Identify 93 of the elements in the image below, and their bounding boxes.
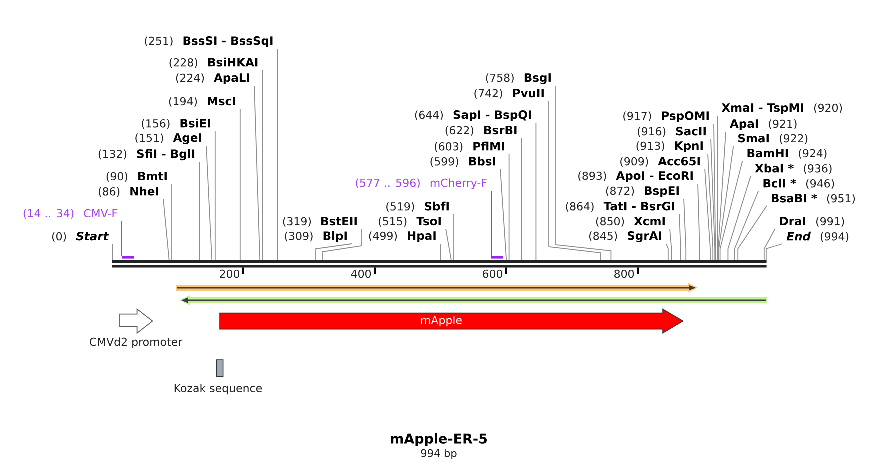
- site-label: (917) PspOMI: [624, 112, 709, 122]
- leader-line: [491, 190, 492, 257]
- site-label: (913) KpnI: [636, 142, 703, 152]
- leader-line: [322, 228, 362, 260]
- leader-line: [766, 244, 784, 260]
- leader-line: [262, 70, 264, 260]
- leader-line: [240, 108, 241, 260]
- site-label: (319) BstEII: [283, 217, 357, 227]
- feature-bar: [180, 296, 767, 306]
- site-label: BsaBI * (951): [772, 194, 856, 204]
- sequence-length: 994 bp: [421, 449, 457, 460]
- site-label: (156) BsiEI: [142, 118, 210, 130]
- leader-line: [556, 86, 612, 260]
- leader-line: [704, 168, 711, 260]
- feature-label: Kozak sequence: [174, 384, 262, 395]
- site-label: ApaI (921): [730, 120, 797, 130]
- leader-line: [254, 86, 261, 260]
- leader-line: [666, 244, 669, 260]
- leader-line: [163, 198, 170, 260]
- site-label: (515) TsoI: [379, 217, 441, 227]
- leader-line: [440, 244, 442, 260]
- site-label: (151) AgeI: [136, 134, 202, 144]
- site-label: BamHI (924): [748, 149, 827, 159]
- site-label: XmaI - TspMI (920): [722, 104, 842, 114]
- leader-line: [710, 138, 716, 260]
- site-label: SmaI (922): [738, 134, 808, 144]
- leader-line: [714, 124, 716, 260]
- site-label: BclI * (946): [764, 178, 834, 190]
- site-label: (916) SacII: [638, 127, 706, 137]
- leader-line: [500, 168, 508, 260]
- primer-label: (14 .. 34) CMV-F: [24, 209, 118, 219]
- leader-line: [521, 138, 522, 260]
- primer-label: (577 .. 596) mCherry-F: [356, 178, 487, 190]
- leader-line: [720, 160, 744, 260]
- site-label: (622) BsrBI: [446, 126, 517, 136]
- scale-label: 600: [483, 270, 503, 278]
- scale-label: 400: [351, 270, 372, 278]
- site-label: (519) SbfI: [386, 202, 449, 212]
- leader-line: [708, 154, 714, 260]
- feature-bar: [176, 283, 698, 293]
- site-label: (872) BspEI: [606, 186, 679, 198]
- site-label: (644) SapI - BspQI: [415, 110, 532, 122]
- scale-label: 200: [220, 270, 240, 278]
- primer-bar: [122, 256, 134, 259]
- leader-line: [718, 146, 734, 260]
- leader-line: [764, 228, 776, 260]
- primer-bar: [492, 256, 504, 259]
- site-label: (86) NheI: [98, 186, 158, 198]
- leader-line: [670, 228, 672, 260]
- site-label: (224) ApaLI: [176, 74, 250, 84]
- leader-line: [508, 154, 510, 260]
- leader-line: [199, 162, 200, 260]
- site-label: (228) BsiHKAI: [170, 58, 258, 68]
- leader-line: [679, 214, 682, 260]
- site-label: DraI (991): [780, 217, 844, 227]
- site-label: XbaI * (936): [755, 164, 832, 174]
- leader-line: [206, 146, 213, 260]
- map-title: mApple-ER-5: [391, 433, 487, 447]
- feature-label: CMVd2 promoter: [90, 338, 183, 348]
- leader-line: [717, 116, 718, 260]
- leader-line: [316, 244, 352, 260]
- site-label: (603) PflMI: [435, 142, 504, 152]
- leader-line: [728, 176, 752, 260]
- site-label: (893) ApoI - EcoRI: [578, 172, 693, 182]
- site-label: (132) SfiI - BglI: [98, 149, 195, 161]
- leader-line: [277, 48, 278, 260]
- site-label: (742) PvuII: [474, 89, 544, 99]
- site-label: End (994): [786, 232, 849, 242]
- leader-line: [536, 122, 537, 260]
- leader-line: [698, 184, 700, 260]
- site-label: (599) BbsI: [430, 156, 496, 168]
- site-label: (90) BmtI: [106, 172, 167, 182]
- leader-line: [446, 228, 452, 260]
- site-label: (864) TatI - BsrGI: [566, 202, 674, 212]
- leader-line: [718, 132, 726, 260]
- site-label: (758) BsgI: [486, 74, 551, 84]
- sequence-backbone: [112, 260, 767, 268]
- site-label: (499) HpaI: [369, 232, 436, 242]
- site-label: (309) BlpI: [285, 231, 347, 243]
- leader-line: [548, 100, 602, 260]
- leader-line: [734, 190, 760, 260]
- leader-line: [684, 198, 687, 260]
- site-label: (0) Start: [52, 232, 110, 242]
- site-label: (251) BssSI - BssSqI: [145, 36, 273, 48]
- gene-block: mApple: [220, 308, 684, 334]
- site-label: (845) SgrAI: [590, 232, 662, 242]
- leader-line: [214, 130, 216, 260]
- leader-line: [738, 206, 768, 260]
- scale-label: 800: [614, 270, 634, 278]
- site-label: (850) XcmI: [596, 217, 665, 227]
- site-label: (194) MscI: [169, 97, 236, 107]
- leader-line: [112, 244, 114, 260]
- site-label: (909) Acc65I: [620, 157, 700, 167]
